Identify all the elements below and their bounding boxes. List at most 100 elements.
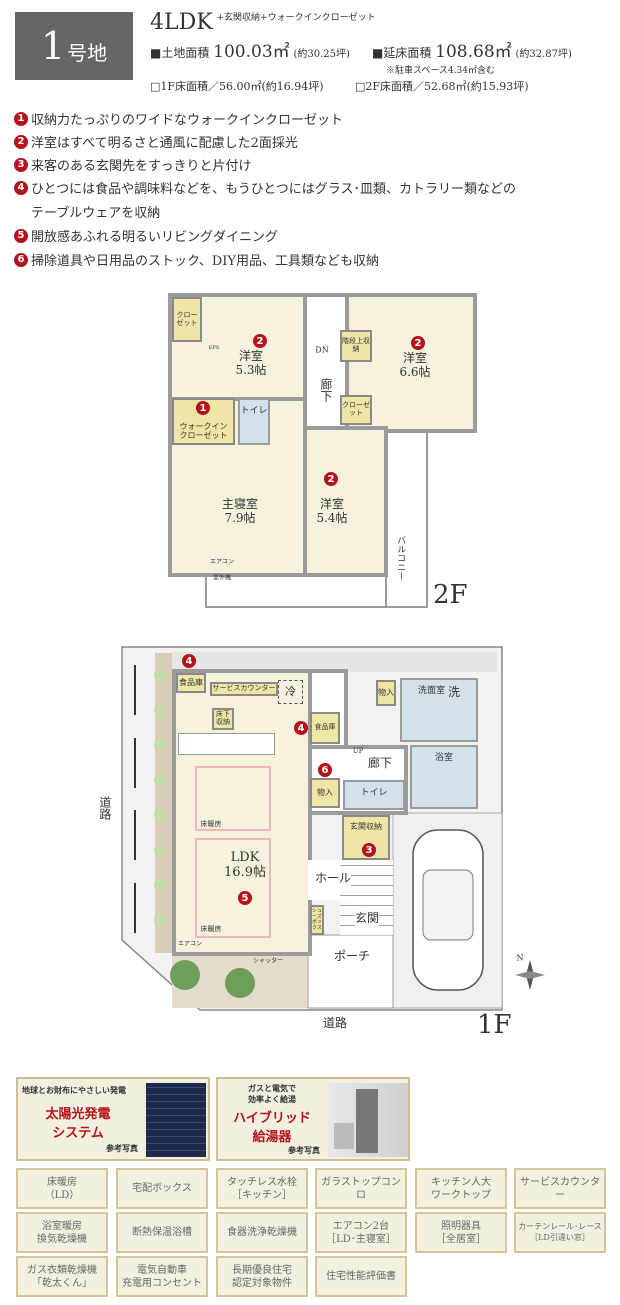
- equipment-item: ガラストップコンロ: [315, 1168, 407, 1209]
- label-down: DN: [315, 345, 329, 355]
- lot-number: 1: [40, 24, 66, 68]
- equipment-item: タッチレス水栓 ［キッチン］: [216, 1168, 308, 1209]
- toilet-1f: トイレ: [343, 780, 405, 810]
- heater-tank: [356, 1089, 378, 1153]
- water-heater-photo: [328, 1083, 408, 1157]
- feature-text: ひとつには食品や調味料などを、もうひとつにはグラス･皿類、カトラリー類などの: [31, 182, 517, 197]
- bathroom: 浴室: [410, 745, 478, 809]
- equipment-item: 長期優良住宅 認定対象物件: [216, 1256, 308, 1297]
- promo-hybrid-water-heater: ガスと電気で 効率よく給湯 ハイブリッド 給湯器 参考写真: [216, 1077, 410, 1161]
- label-eps: EPS: [208, 345, 220, 352]
- label-hallway-1f: 廊下: [367, 756, 393, 771]
- badge-6: 6: [318, 763, 332, 777]
- promo-tagline: ガスと電気で 効率よく給湯: [248, 1083, 296, 1104]
- pantry-1: 食品庫: [176, 673, 206, 693]
- land-area-label: ■土地面積: [150, 46, 210, 60]
- feature-item-continued: テーブルウェアを収納: [31, 202, 160, 221]
- badge-3: 3: [362, 843, 376, 857]
- label-outdoor-unit: 室外機: [212, 574, 232, 582]
- label-hallway-2f: 廊下: [318, 378, 333, 402]
- feature-text: 来客のある玄関先をすっきりと片付け: [31, 159, 252, 174]
- promo-title: 太陽光発電 システム: [45, 1107, 111, 1141]
- promo-solar: 地球とお財布にやさしい発電 太陽光発電 システム 参考写真: [16, 1077, 210, 1161]
- badge-2: 2: [324, 472, 338, 486]
- badge-5: 5: [238, 891, 252, 905]
- parking-note: ※駐車スペース4.34㎡含む: [386, 66, 495, 76]
- label-genkan: 玄関: [354, 911, 380, 926]
- closet-west: クローゼット: [172, 297, 202, 342]
- badge-2: 2: [411, 336, 425, 350]
- feature-text: 開放感あふれる明るいリビングダイニング: [31, 230, 279, 245]
- label-hall: ホール: [314, 871, 352, 886]
- promo-note: 参考写真: [106, 1143, 138, 1153]
- floor-heating-zone: [195, 766, 271, 831]
- fridge-space: 冷: [278, 680, 303, 704]
- heat-pump-unit: [334, 1123, 354, 1149]
- stair-storage: 階段上収納: [340, 330, 372, 362]
- lot-suffix: 号地: [67, 40, 108, 65]
- porch-area: [307, 934, 394, 1009]
- plan-name: 4LDK: [150, 10, 213, 35]
- equipment-item: サービスカウンター: [514, 1168, 606, 1209]
- compass-icon: [515, 960, 545, 990]
- badge-4: 4: [294, 721, 308, 735]
- service-counter: サービスカウンター: [210, 682, 278, 696]
- solar-panel-photo: [146, 1083, 206, 1157]
- underfloor-storage: 床下 収納: [212, 708, 234, 730]
- plan-extra: +玄関収納+ウォークインクローゼット: [216, 13, 376, 23]
- feature-badge: 4: [14, 180, 28, 195]
- toilet-2f: トイレ: [238, 398, 270, 445]
- floor2-area: □2F床面積／52.68㎡(約15.93坪): [355, 80, 529, 93]
- lot-number-box: 1 号地: [15, 12, 133, 80]
- land-area-value: 100.03㎡: [213, 42, 290, 62]
- feature-badge: 2: [14, 134, 28, 149]
- equipment-item: 浴室暖房 換気乾燥機: [16, 1212, 108, 1253]
- feature-badge: 5: [14, 228, 28, 243]
- feature-badge: 6: [14, 252, 28, 267]
- washer-label: 洗: [447, 685, 460, 699]
- label-ldk: LDK 16.9帖: [224, 850, 266, 880]
- label-ac-2f: エアコン: [209, 558, 235, 566]
- badge-2: 2: [253, 334, 267, 348]
- equipment-item: 床暖房 （LD）: [16, 1168, 108, 1209]
- equipment-item: カーテンレール･レース ［LD引違い窓］: [514, 1212, 606, 1253]
- balcony-east: [385, 428, 428, 608]
- feature-badge: 3: [14, 157, 28, 172]
- floor-heating-zone: [195, 838, 271, 938]
- label-road-bottom: 道路: [322, 1016, 348, 1031]
- rear-yard: [172, 652, 497, 672]
- land-area: ■土地面積 100.03㎡ (約30.25坪): [150, 42, 350, 65]
- room-western-5-4: [303, 426, 388, 577]
- floor-area-tsubo: (約32.87坪): [515, 49, 572, 60]
- walk-in-closet: ウォークイン クローゼット: [172, 398, 235, 445]
- feature-text: 掃除道具や日用品のストック、DIY用品、工具類なども収納: [31, 254, 379, 269]
- equipment-item: 宅配ボックス: [116, 1168, 208, 1209]
- label-western-5-3: 洋室 5.3帖: [235, 349, 267, 377]
- tree: [225, 968, 255, 998]
- feature-text: 収納力たっぷりのワイドなウォークインクローゼット: [31, 113, 344, 128]
- storage-1f-hall: 物入: [310, 778, 340, 808]
- label-road-left: 道路: [97, 796, 112, 820]
- pantry-2: 食品庫: [310, 712, 340, 744]
- plan-type: 4LDK +玄関収納+ウォークインクローゼット: [150, 10, 376, 35]
- floor-label-1f: 1F: [477, 1010, 512, 1040]
- equipment-item: キッチン人大 ワークトップ: [415, 1168, 507, 1209]
- badge-4: 4: [182, 654, 196, 668]
- equipment-item: エアコン2台 ［LD･主寝室］: [315, 1212, 407, 1253]
- label-balcony: バルコニー: [395, 535, 406, 581]
- feature-badge: 1: [14, 111, 28, 126]
- car-roof: [422, 869, 474, 941]
- land-area-tsubo: (約30.25坪): [293, 49, 350, 60]
- feature-text: テーブルウェアを収納: [31, 206, 161, 221]
- floor-area-label: ■延床面積: [372, 46, 432, 60]
- wic-label: ウォークイン クローゼット: [179, 422, 228, 441]
- closet-south: クローゼット: [340, 395, 372, 425]
- equipment-item: 断熱保温浴槽: [116, 1212, 208, 1253]
- label-up: UP: [352, 746, 364, 755]
- storage-1f-north: 物入: [376, 680, 396, 706]
- gravel-path: [155, 653, 172, 953]
- label-shutter: シャッター: [252, 957, 284, 965]
